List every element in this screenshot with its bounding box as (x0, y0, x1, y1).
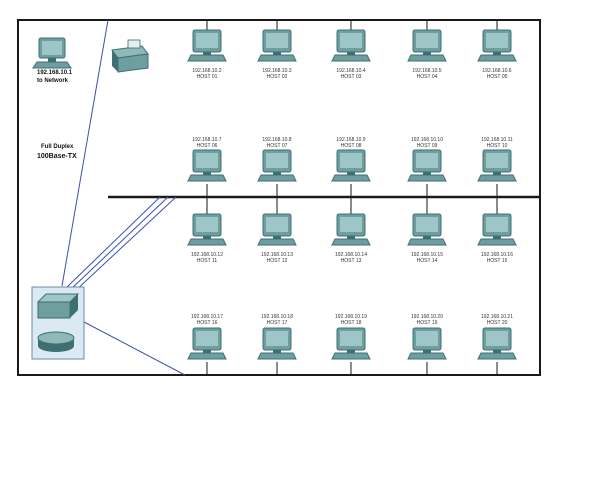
workstation-ip-label: 192.168.10.12 (191, 252, 223, 258)
workstation-computer-icon (477, 29, 517, 62)
link-to-bus-2 (69, 196, 169, 291)
link-to-frame-top (61, 19, 109, 287)
workstation-computer-icon (257, 29, 297, 62)
workstation-name-label: HOST 07 (266, 143, 288, 149)
workstation-computer-icon (407, 213, 447, 246)
uplink-computer (32, 37, 72, 69)
workstation-computer-icon (407, 29, 447, 62)
workstation-ip-label: 192.168.10.2 (192, 68, 222, 74)
workstation-computer-icon (187, 149, 227, 182)
router-icon (37, 331, 75, 352)
workstation-ip-label: 192.168.10.17 (191, 314, 223, 320)
workstation-name-label: HOST 11 (196, 258, 218, 264)
workstation-ip-label: 192.168.10.11 (481, 137, 513, 143)
workstation-ip-label: 192.168.10.9 (336, 137, 366, 143)
workstation-computer-icon (407, 149, 447, 182)
workstation-name-label: HOST 15 (486, 258, 508, 264)
workstation-name-label: HOST 16 (196, 320, 218, 326)
workstation-name-label: HOST 12 (266, 258, 288, 264)
workstation-computer-icon (331, 327, 371, 360)
switch-icon (36, 293, 80, 319)
core-device (31, 286, 85, 360)
workstation-computer-icon (257, 149, 297, 182)
workstation-computer-icon (187, 29, 227, 62)
workstation-name-label: HOST 08 (340, 143, 362, 149)
workstation-name-label: HOST 02 (266, 74, 288, 80)
workstation-name-label: HOST 17 (266, 320, 288, 326)
workstation-name-label: HOST 09 (416, 143, 438, 149)
uplink-caption: to Network (37, 78, 69, 84)
printer-icon (111, 39, 149, 73)
workstation-ip-label: 192.168.10.20 (411, 314, 443, 320)
workstation-name-label: HOST 18 (340, 320, 362, 326)
link-to-bottom (83, 321, 186, 376)
workstation-computer-icon (477, 213, 517, 246)
workstation-name-label: HOST 20 (486, 320, 508, 326)
workstation-ip-label: 192.168.10.18 (261, 314, 293, 320)
workstation-computer-icon (187, 213, 227, 246)
workstation-computer-icon (187, 327, 227, 360)
workstation-ip-label: 192.168.10.3 (262, 68, 292, 74)
workstation-name-label: HOST 05 (486, 74, 508, 80)
link-to-bus-1 (65, 196, 161, 289)
workstation-ip-label: 192.168.10.13 (261, 252, 293, 258)
link-to-bus-3 (73, 196, 177, 293)
workstation-name-label: HOST 14 (416, 258, 438, 264)
workstation-name-label: HOST 19 (416, 320, 438, 326)
workstation-ip-label: 192.168.10.5 (412, 68, 442, 74)
workstation-name-label: HOST 13 (340, 258, 362, 264)
workstation-ip-label: 192.168.10.14 (335, 252, 367, 258)
workstation-ip-label: 192.168.10.7 (192, 137, 222, 143)
workstation-computer-icon (331, 29, 371, 62)
workstation-computer-icon (257, 327, 297, 360)
workstation-computer-icon (257, 213, 297, 246)
workstation-name-label: HOST 10 (486, 143, 508, 149)
workstation-ip-label: 192.168.10.6 (482, 68, 512, 74)
workstation-name-label: HOST 06 (196, 143, 218, 149)
workstation-ip-label: 192.168.10.4 (336, 68, 366, 74)
workstation-name-label: HOST 04 (416, 74, 438, 80)
workstation-ip-label: 192.168.10.21 (481, 314, 513, 320)
workstation-computer-icon (477, 327, 517, 360)
workstation-ip-label: 192.168.10.19 (335, 314, 367, 320)
trunk-label-line2: 100Base-TX (37, 153, 77, 160)
workstation-computer-icon (407, 327, 447, 360)
workstation-ip-label: 192.168.10.8 (262, 137, 292, 143)
workstation-ip-label: 192.168.10.16 (481, 252, 513, 258)
workstation-ip-label: 192.168.10.15 (411, 252, 443, 258)
workstation-computer-icon (477, 149, 517, 182)
workstation-computer-icon (331, 213, 371, 246)
uplink-ip: 192.168.10.1 (37, 70, 73, 76)
workstation-name-label: HOST 03 (340, 74, 362, 80)
workstation-ip-label: 192.168.10.10 (411, 137, 443, 143)
workstation-name-label: HOST 01 (196, 74, 218, 80)
trunk-label-line1: Full Duplex (41, 144, 74, 150)
workstation-computer-icon (331, 149, 371, 182)
